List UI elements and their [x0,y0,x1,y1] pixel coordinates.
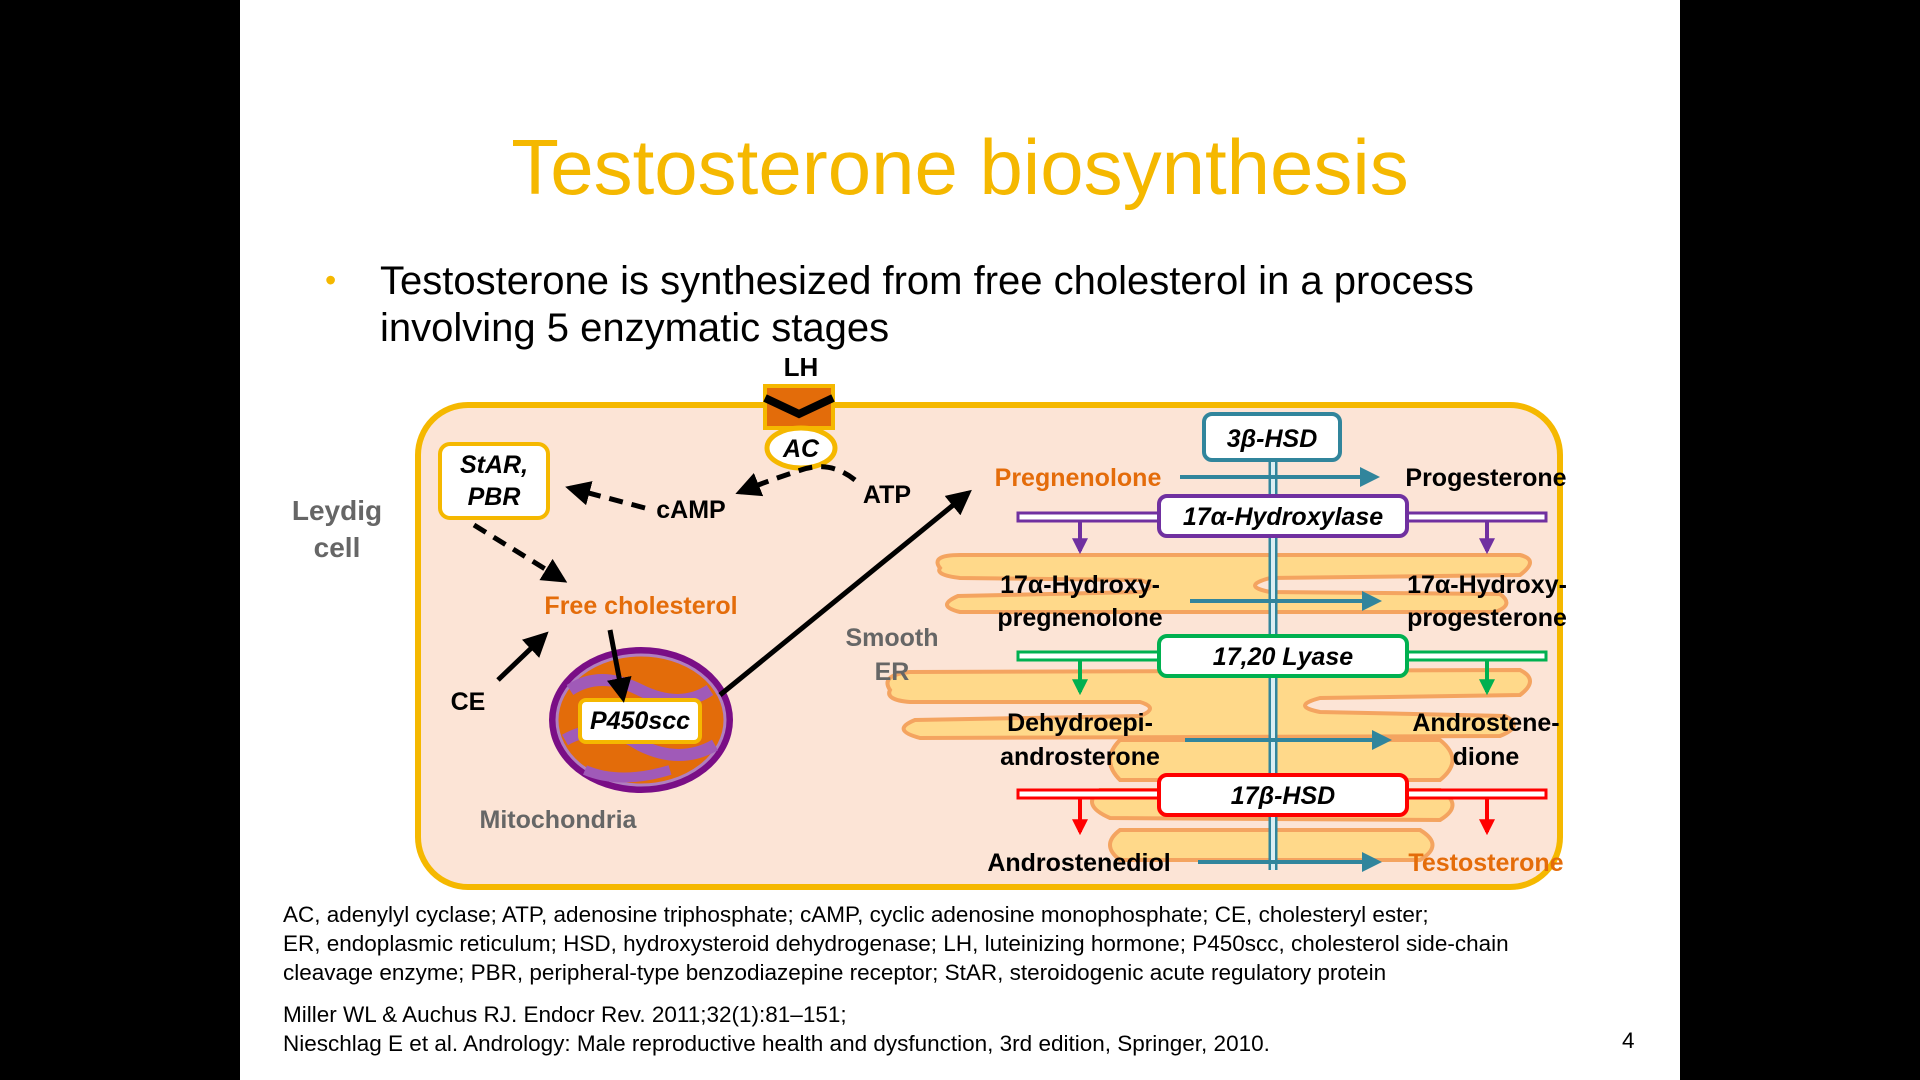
camp-label: cAMP [656,496,725,524]
lh-label: LH [784,352,819,382]
smooth-er-label-2: ER [875,658,910,686]
ce-label: CE [451,688,486,716]
references: Miller WL & Auchus RJ. Endocr Rev. 2011;… [283,1000,1583,1058]
androstenediol-label: Androstenediol [987,849,1170,877]
slide-title: Testosterone biosynthesis [511,123,1409,211]
progesterone-label: Progesterone [1405,464,1566,492]
footnotes: AC, adenylyl cyclase; ATP, adenosine tri… [283,900,1653,987]
ac-label: AC [782,435,820,463]
mitochondria-label: Mitochondria [480,806,638,834]
lyase-label: 17,20 Lyase [1213,643,1353,671]
slide: Testosterone biosynthesis • Testosterone… [240,0,1680,1080]
oh-pregnenolone-label-1: 17α-Hydroxy- [1000,571,1160,599]
hsd3b-label: 3β-HSD [1227,425,1318,453]
reference-line: Miller WL & Auchus RJ. Endocr Rev. 2011;… [283,1002,847,1027]
lyase-box [1157,634,1409,678]
hydroxylase-box [1157,494,1409,538]
hydroxylase-label: 17α-Hydroxylase [1183,503,1383,531]
pbr-label: PBR [468,483,521,511]
smooth-er-label-1: Smooth [845,624,938,652]
lh-receptor-chevron [763,394,835,419]
testosterone-label: Testosterone [1408,849,1563,877]
free-cholesterol-label: Free cholesterol [544,592,737,620]
p450scc-label: P450scc [590,707,690,735]
biosynthesis-diagram: LH AC StAR, PBR Leydig cell cAMP ATP Fre… [292,352,1567,890]
reference-line: Nieschlag E et al. Andrology: Male repro… [283,1031,1270,1056]
dhea-label-2: androsterone [1000,743,1160,771]
footnote-line: AC, adenylyl cyclase; ATP, adenosine tri… [283,902,1429,927]
pregnenolone-label: Pregnenolone [995,464,1162,492]
oh-progesterone-label-2: progesterone [1407,604,1567,632]
bullet-dot: • [325,262,337,298]
arrow-cholesterol-p450 [606,629,632,703]
star-label: StAR, [460,451,528,479]
dhea-label-1: Dehydroepi- [1007,709,1153,737]
atp-label: ATP [863,481,911,509]
androstenedione-label-1: Androstene- [1412,709,1559,737]
hsd17b-box [1157,773,1409,817]
oh-pregnenolone-label-2: pregnenolone [997,604,1162,632]
androstenedione-label-2: dione [1453,743,1520,771]
bullet-text: Testosterone is synthesized from free ch… [380,259,1474,350]
arrow-ce-cholesterol [496,631,549,682]
arrow-star-cholesterol [472,522,568,583]
star-pbr-box [438,442,550,520]
page-number: 4 [1622,1028,1635,1053]
footnote-line: ER, endoplasmic reticulum; HSD, hydroxys… [283,931,1509,956]
leydig-cell-label-1: Leydig [292,495,382,526]
hsd17b-label: 17β-HSD [1231,782,1335,810]
arrow-camp-star [565,481,646,511]
arrow-atp-camp [735,464,857,497]
oh-progesterone-label-1: 17α-Hydroxy- [1407,571,1567,599]
hsd3b-box [1202,412,1342,462]
p450scc-box [578,698,702,744]
leydig-cell-label-2: cell [314,532,361,563]
arrow-p450-pregnenolone [718,489,972,697]
footnote-line: cleavage enzyme; PBR, peripheral-type be… [283,960,1387,985]
